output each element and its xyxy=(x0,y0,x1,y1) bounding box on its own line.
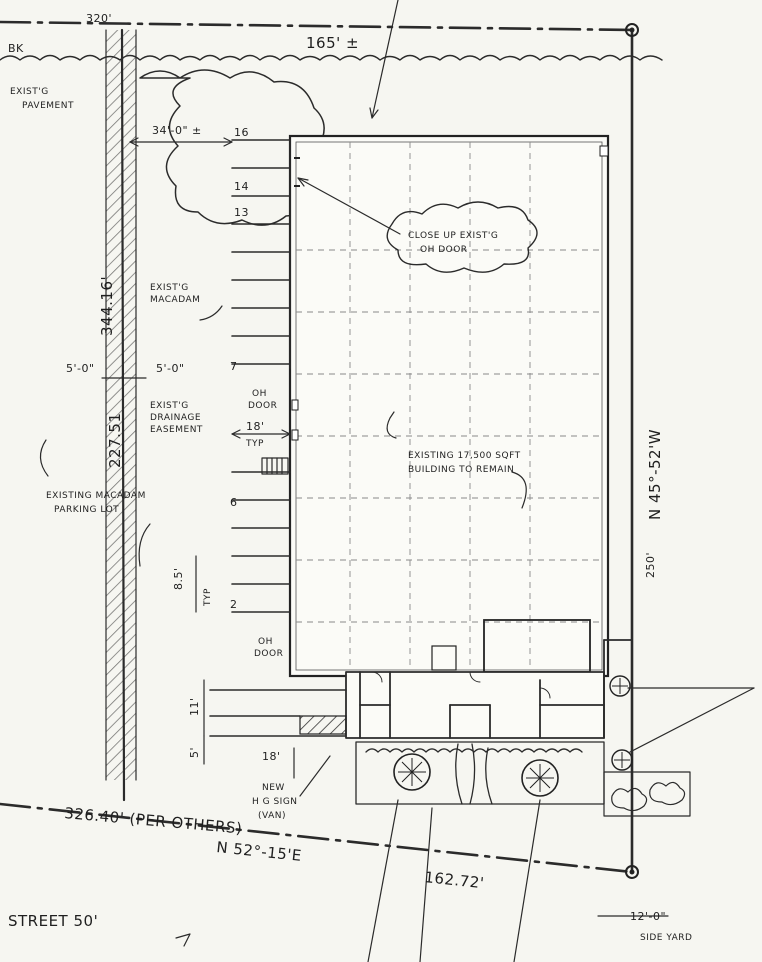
easement-centerline xyxy=(120,28,126,802)
dimension-lines xyxy=(101,137,669,917)
exist-macadam-label-2: MACADAM xyxy=(150,295,200,305)
existing-building xyxy=(288,134,610,678)
tree-icon xyxy=(611,749,633,771)
top-left-frontage-label: 320' xyxy=(86,12,112,25)
stall-7-label: 7 xyxy=(230,360,238,373)
tree-icon xyxy=(393,753,431,791)
sign-label-2: H G SIGN xyxy=(252,797,298,807)
tree-icon xyxy=(521,759,559,797)
stall-depth-label: 18' xyxy=(246,420,265,433)
bottom-frontage-label: 326.40' (PER OTHERS) xyxy=(64,804,243,837)
bottom-bearing-label: N 52°-15'E xyxy=(216,838,303,865)
dim-5-label: 5' xyxy=(188,747,201,758)
typ-label-1: TYP xyxy=(245,439,264,449)
sign-label-3: (VAN) xyxy=(258,811,286,821)
drainage-label-1: EXIST'G xyxy=(150,401,189,411)
oh-door-label-1b: DOOR xyxy=(248,401,277,411)
side-yard-area xyxy=(603,771,691,817)
close-up-label-2: OH DOOR xyxy=(420,245,468,255)
office-addition xyxy=(345,639,633,739)
tree-line xyxy=(0,54,663,61)
stall-16-label: 16 xyxy=(234,126,249,139)
typ-label-2: TYP xyxy=(203,588,213,607)
oh-door-label-2a: OH xyxy=(258,637,273,647)
exist-macadam-label-1: EXIST'G xyxy=(150,283,189,293)
accessible-ramp xyxy=(299,715,347,735)
exist-pavement-label-2: PAVEMENT xyxy=(22,101,74,111)
side-yard-label: SIDE YARD xyxy=(640,933,692,943)
stall-14-label: 14 xyxy=(234,180,249,193)
oh-door-label-1a: OH xyxy=(252,389,267,399)
stall-width-label: 8.5' xyxy=(172,567,185,590)
close-up-door-callout xyxy=(386,201,538,273)
drainage-easement-strip xyxy=(105,29,137,781)
close-up-label-1: CLOSE UP EXIST'G xyxy=(408,231,498,241)
stall-6-label: 6 xyxy=(230,496,238,509)
building-label-2: BUILDING TO REMAIN xyxy=(408,465,514,475)
sign-label-1: NEW xyxy=(262,783,285,793)
parking-lot-label-1: EXISTING MACADAM xyxy=(46,491,146,501)
right-bearing-label: N 45°-52'W xyxy=(646,429,664,520)
drainage-label-3: EASEMENT xyxy=(150,425,203,435)
right-dim-label: 250' xyxy=(644,552,657,578)
aisle-dim-label: 34'-0" ± xyxy=(152,124,202,137)
lower-lot-dim-label: 227.51 xyxy=(106,413,124,469)
property-lines xyxy=(0,20,634,874)
property-corner-markers xyxy=(625,23,639,879)
building-label-1: EXISTING 17,500 SQFT xyxy=(408,451,521,461)
street-label: STREET 50' xyxy=(8,912,98,930)
stairs xyxy=(261,457,289,475)
stall-13-label: 13 xyxy=(234,206,249,219)
bottom-dim-label: 162.72' xyxy=(424,868,486,892)
edge-label: BK xyxy=(8,42,24,55)
stall-2-label: 2 xyxy=(230,598,238,611)
leader-arrows xyxy=(39,0,755,962)
dim-18-label: 18' xyxy=(262,750,281,763)
landscape-strip xyxy=(355,741,605,805)
exist-pavement-label-1: EXIST'G xyxy=(10,87,49,97)
parking-lot-label-2: PARKING LOT xyxy=(54,505,119,515)
drainage-label-2: DRAINAGE xyxy=(150,413,201,423)
left-lot-dim-label: 344.16' xyxy=(98,276,116,336)
setback-right-label: 5'-0" xyxy=(156,362,185,375)
parking-stalls xyxy=(209,139,347,737)
dim-11-label: 11' xyxy=(188,697,201,716)
top-frontage-label: 165' ± xyxy=(306,34,359,52)
tree-icon xyxy=(609,675,631,697)
side-yard-dim-label: 12'-0" xyxy=(630,910,666,923)
oh-door-label-2b: DOOR xyxy=(254,649,283,659)
setback-left-label: 5'-0" xyxy=(66,362,95,375)
